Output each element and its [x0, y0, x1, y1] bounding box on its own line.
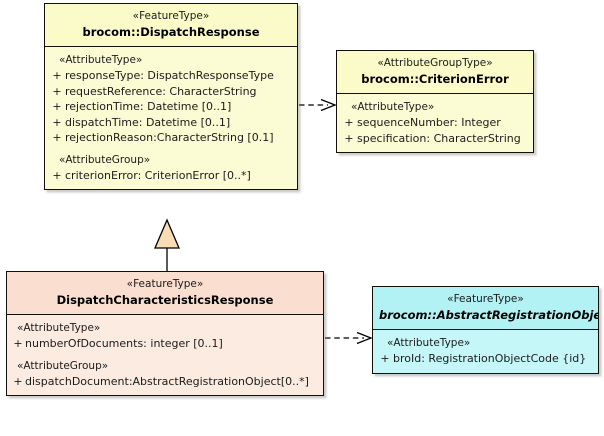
- class-header: «FeatureType» brocom::AbstractRegistrati…: [373, 287, 598, 330]
- attribute-group-label: «AttributeType»: [387, 337, 471, 349]
- attribute-group-label: «AttributeType»: [17, 322, 101, 334]
- attribute-text: requestReference: CharacterString: [65, 84, 257, 98]
- class-stereotype: «FeatureType»: [132, 10, 210, 22]
- class-box-dispatch-characteristics-response[interactable]: «FeatureType» DispatchCharacteristicsRes…: [6, 271, 324, 396]
- attribute-group-label: «AttributeGroup»: [59, 153, 151, 166]
- attribute-row[interactable]: + dispatchDocument:AbstractRegistrationO…: [11, 374, 319, 390]
- attribute-text: criterionError: CriterionError [0..*]: [65, 168, 251, 182]
- class-stereotype: «FeatureType»: [126, 278, 204, 290]
- visibility-marker: +: [52, 84, 62, 98]
- attribute-text: rejectionTime: Datetime [0..1]: [65, 100, 232, 113]
- visibility-marker: +: [52, 115, 62, 129]
- visibility-marker: +: [344, 131, 354, 145]
- attribute-row[interactable]: + criterionError: CriterionError [0..*]: [49, 168, 293, 184]
- visibility-marker: +: [344, 116, 354, 129]
- attribute-row[interactable]: + broId: RegistrationObjectCode {id}: [377, 351, 594, 367]
- attribute-row[interactable]: + specification: CharacterString: [341, 131, 529, 147]
- attribute-text: broId: RegistrationObjectCode {id}: [393, 352, 587, 365]
- attributes-compartment: «AttributeType» + sequenceNumber: Intege…: [337, 94, 533, 152]
- attribute-text: responseType: DispatchResponseType: [65, 69, 274, 82]
- attribute-row[interactable]: + rejectionTime: Datetime [0..1]: [49, 99, 293, 115]
- class-stereotype: «FeatureType»: [447, 293, 524, 305]
- class-name: brocom::CriterionError: [361, 72, 509, 86]
- visibility-marker: +: [52, 168, 62, 182]
- attribute-text: dispatchDocument:AbstractRegistrationObj…: [25, 374, 309, 388]
- class-stereotype: «AttributeGroupType»: [377, 57, 493, 69]
- attribute-text: numberOfDocuments: integer [0..1]: [25, 337, 223, 350]
- class-name: DispatchCharacteristicsResponse: [56, 293, 274, 307]
- class-name: brocom::AbstractRegistrationObject: [379, 308, 599, 322]
- class-header: «FeatureType» brocom::DispatchResponse: [45, 4, 297, 47]
- dependency-dispatch-to-criterion: [299, 98, 337, 112]
- open-arrowhead: [320, 98, 337, 112]
- visibility-marker: +: [13, 374, 23, 388]
- visibility-marker: +: [52, 69, 62, 82]
- hollow-triangle-arrowhead: [154, 218, 180, 249]
- attribute-row[interactable]: + requestReference: CharacterString: [49, 84, 293, 100]
- attributes-compartment: «AttributeType» + broId: RegistrationObj…: [373, 330, 598, 373]
- class-header: «FeatureType» DispatchCharacteristicsRes…: [7, 272, 323, 315]
- attribute-text: specification: CharacterString: [357, 131, 521, 145]
- attribute-row[interactable]: + sequenceNumber: Integer: [341, 115, 529, 131]
- attribute-group-label: «AttributeType»: [59, 54, 143, 66]
- visibility-marker: +: [52, 131, 62, 144]
- generalization-char-to-dispatch: [154, 218, 180, 271]
- attribute-row[interactable]: + numberOfDocuments: integer [0..1]: [11, 336, 319, 352]
- dependency-char-to-abstract-reg: [325, 331, 373, 345]
- attributes-compartment: «AttributeType» + responseType: Dispatch…: [45, 47, 297, 189]
- visibility-marker: +: [13, 337, 23, 350]
- class-box-dispatch-response[interactable]: «FeatureType» brocom::DispatchResponse «…: [44, 3, 298, 190]
- attribute-group-label: «AttributeGroup»: [17, 359, 109, 372]
- attribute-text: sequenceNumber: Integer: [357, 116, 501, 129]
- class-box-abstract-registration-object[interactable]: «FeatureType» brocom::AbstractRegistrati…: [372, 286, 599, 374]
- attribute-text: rejectionReason:CharacterString [0.1]: [65, 131, 274, 144]
- attribute-group-label: «AttributeType»: [351, 101, 435, 113]
- attributes-compartment: «AttributeType» + numberOfDocuments: int…: [7, 315, 323, 395]
- class-header: «AttributeGroupType» brocom::CriterionEr…: [337, 51, 533, 94]
- visibility-marker: +: [52, 100, 62, 113]
- class-box-criterion-error[interactable]: «AttributeGroupType» brocom::CriterionEr…: [336, 50, 534, 153]
- attribute-row[interactable]: + dispatchTime: Datetime [0..1]: [49, 115, 293, 131]
- attribute-row[interactable]: + responseType: DispatchResponseType: [49, 68, 293, 84]
- open-arrowhead: [356, 331, 373, 345]
- attribute-text: dispatchTime: Datetime [0..1]: [65, 115, 231, 129]
- class-name: brocom::DispatchResponse: [82, 25, 260, 39]
- attribute-row[interactable]: + rejectionReason:CharacterString [0.1]: [49, 130, 293, 146]
- visibility-marker: +: [380, 352, 390, 365]
